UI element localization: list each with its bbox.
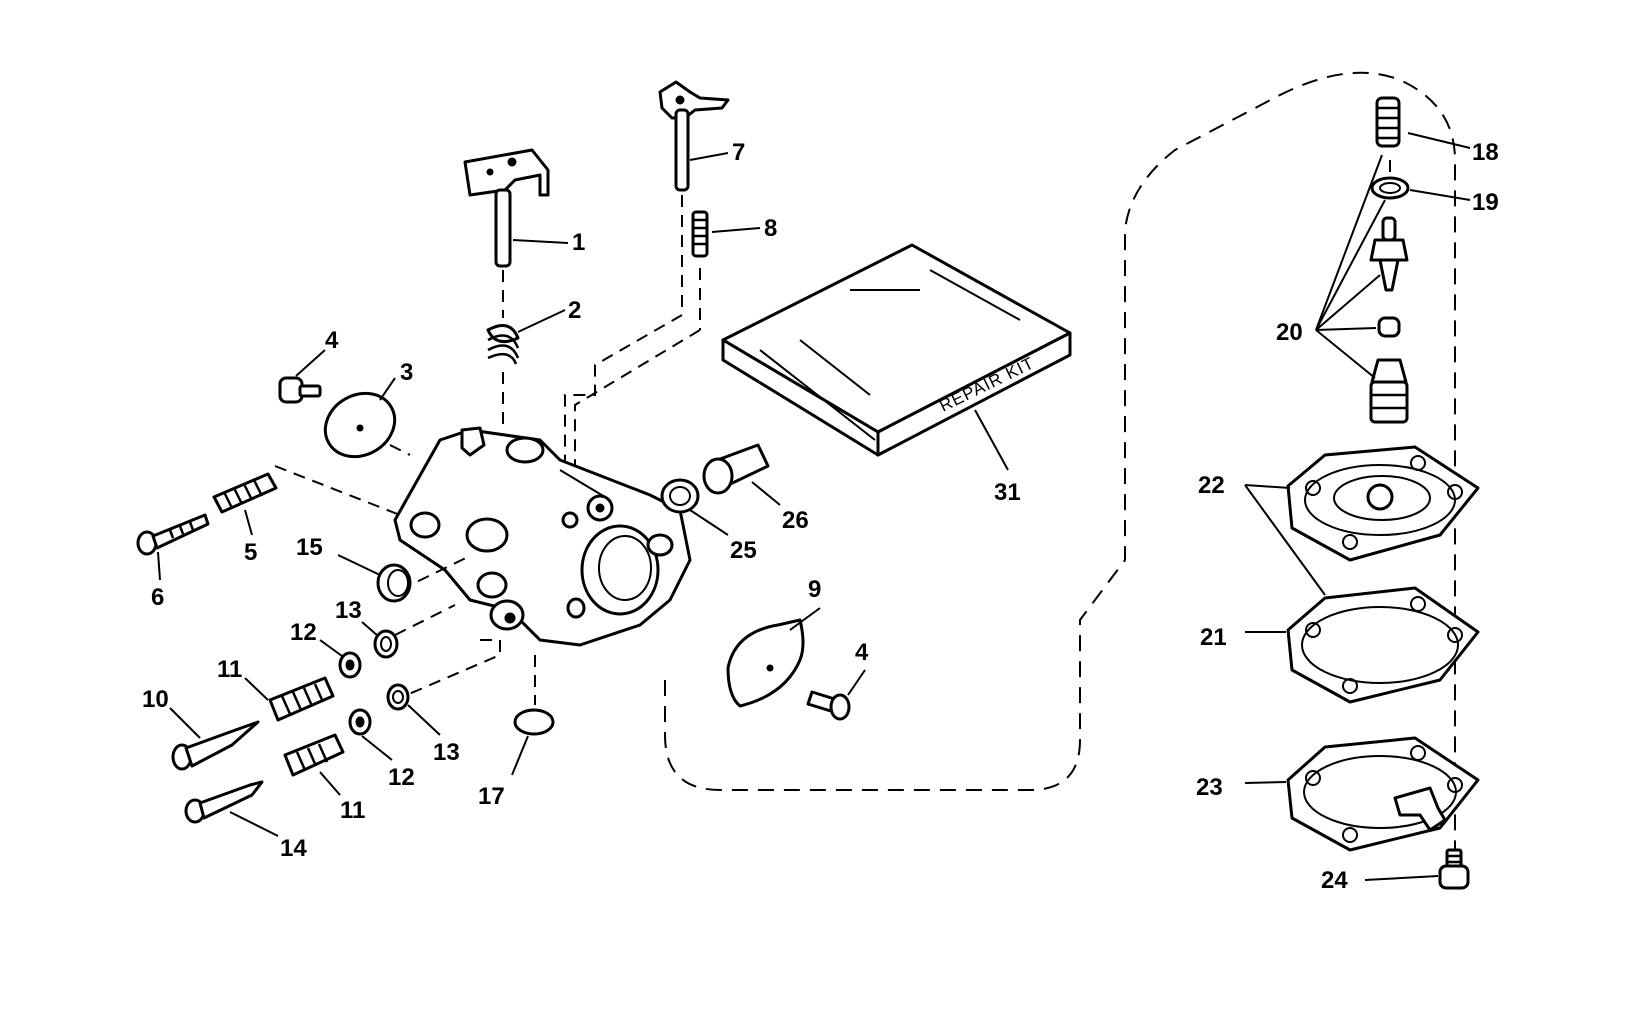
callout-7: 7 [732,139,745,166]
idle-needle [184,780,279,837]
callout-6: 6 [151,584,164,611]
callout-25: 25 [730,537,757,564]
callout-11-upper: 11 [217,656,242,683]
callout-13-lower: 13 [433,739,460,766]
washer-upper [319,639,362,679]
callout-23: 23 [1196,774,1223,801]
callout-8: 8 [764,215,777,242]
diaphragm-cover [1244,445,1480,596]
callout-12-upper: 12 [290,619,317,646]
callout-labels: 1 2 3 4 4 5 6 7 8 9 10 11 11 12 12 13 13… [142,139,1499,894]
callout-19: 19 [1472,189,1499,216]
fuel-inlet-bushing [660,478,729,536]
callout-22: 22 [1198,472,1225,499]
idle-spring [212,472,278,536]
callout-12-lower: 12 [388,764,415,791]
choke-plate-screw [278,349,326,404]
throttle-plate-screw [806,669,866,721]
callout-11-lower: 11 [340,797,365,824]
expansion-plug [511,708,555,776]
callout-18: 18 [1472,139,1499,166]
main-spring-lower [283,733,345,796]
callout-26: 26 [782,507,809,534]
callout-4-right: 4 [855,639,869,666]
repair-kit-boundary [664,71,1456,850]
callout-5: 5 [244,539,257,566]
main-needle [169,707,260,771]
throttle-lever [463,148,550,318]
callout-31: 31 [994,479,1021,506]
repair-kit-box: REPAIR KIT [721,243,1072,471]
throttle-plate [726,607,821,708]
cover-screw [1364,848,1470,890]
throttle-spring [486,309,566,430]
choke-lever [658,80,730,330]
callout-1: 1 [572,229,585,256]
carburetor-body [393,426,692,647]
main-spring-upper [244,676,335,722]
inlet-needle-seat [1315,154,1409,424]
choke-spring [691,210,761,258]
inlet-gasket [1370,176,1471,201]
fuel-inlet-fitting [702,443,781,506]
inlet-valve-spring [1375,96,1471,149]
callout-3: 3 [400,359,413,386]
callout-20: 20 [1276,319,1303,346]
washer-lower [348,708,393,761]
diaphragm [1244,736,1480,852]
diaphragm-gasket [1245,586,1480,704]
callout-15: 15 [296,534,323,561]
callout-21: 21 [1200,624,1227,651]
o-ring-upper [361,621,399,659]
welch-plug [337,554,412,603]
choke-plate [323,377,411,459]
callout-9: 9 [808,576,821,603]
o-ring-lower [386,683,441,736]
callout-14: 14 [280,835,307,862]
idle-screw [136,513,210,581]
callout-24: 24 [1321,867,1348,894]
callout-17: 17 [478,783,505,810]
callout-10: 10 [142,686,169,713]
callout-2: 2 [568,297,581,324]
callout-13-upper: 13 [335,597,362,624]
callout-4: 4 [325,327,339,354]
